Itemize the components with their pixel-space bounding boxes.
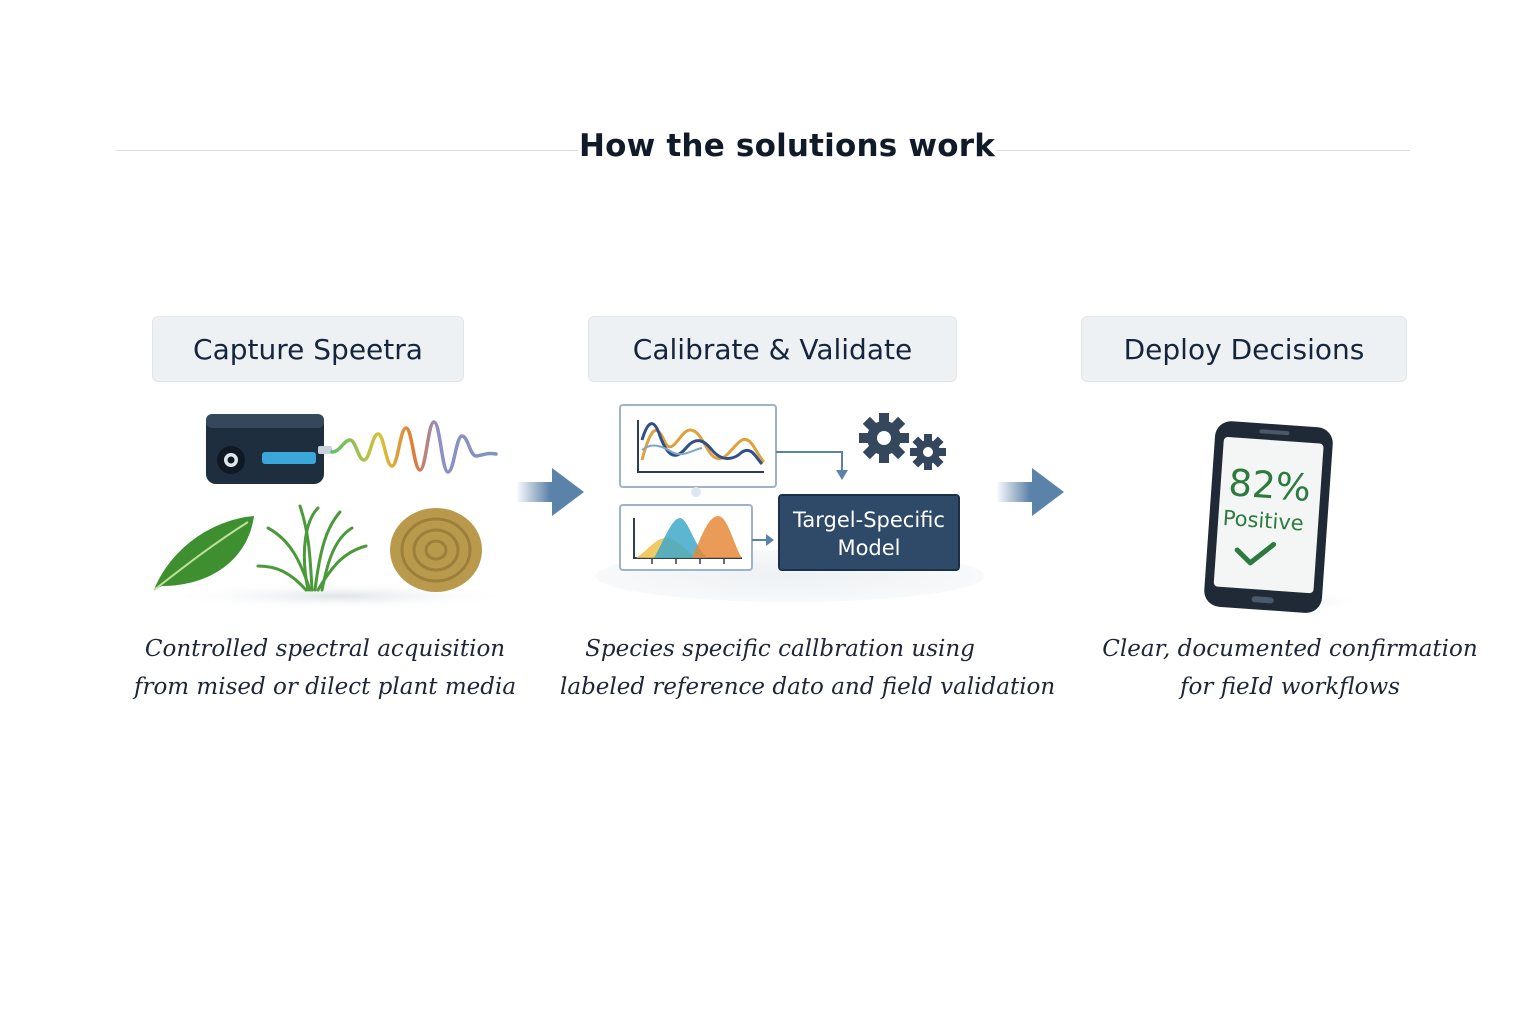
title-rule-right [996, 150, 1410, 151]
caption-line: for fieId workflows [1180, 674, 1400, 700]
spectral-wave-icon [330, 420, 498, 474]
caption-line: from mised or dilect plant media [133, 674, 517, 700]
step-capture-header: Capture Speetra [152, 316, 464, 382]
caption-line: Species specific callbration using [585, 636, 975, 662]
step-capture-caption: Controlled spectral acquisition from mis… [120, 630, 530, 706]
caption-line: Controlled spectral acquisition [144, 636, 506, 662]
model-label-line-1: Targel-Specific [792, 508, 945, 532]
capture-illustration [153, 414, 515, 610]
step-calibrate-header: Calibrate & Validate [588, 316, 957, 382]
title-row: How the solutions work [0, 128, 1536, 174]
title-rule-left [116, 150, 578, 151]
spectrometer-icon [206, 414, 332, 484]
model-box-icon: Targel-Specific Model [778, 494, 960, 571]
line-chart-icon [619, 404, 777, 488]
caption-line: Clear, documented confirmation [1102, 636, 1478, 662]
arrow-right-icon [516, 468, 584, 516]
leaf-icon [153, 516, 254, 591]
page-title: How the solutions work [578, 128, 996, 164]
grass-icon [256, 504, 368, 592]
step-calibrate-caption: Species specific callbration using label… [560, 630, 1056, 706]
arrow-right-icon [996, 468, 1064, 516]
area-chart-icon [619, 504, 753, 571]
calibrate-illustration: Targel-Specific Model [596, 404, 984, 602]
step-deploy-header: Deploy Decisions [1081, 316, 1407, 382]
result-status: Positive [1222, 506, 1304, 536]
result-percent: 82% [1227, 461, 1312, 510]
caption-line: labeled reference dato and field validat… [560, 674, 1056, 700]
model-label-line-2: Model [837, 536, 900, 560]
step-deploy-caption: Clear, documented confirmation for fieId… [1080, 630, 1500, 706]
deploy-illustration: 82% Positive [1196, 421, 1364, 614]
gears-icon [859, 413, 946, 470]
hay-bale-icon [390, 508, 482, 592]
checkmark-icon [1234, 541, 1277, 566]
